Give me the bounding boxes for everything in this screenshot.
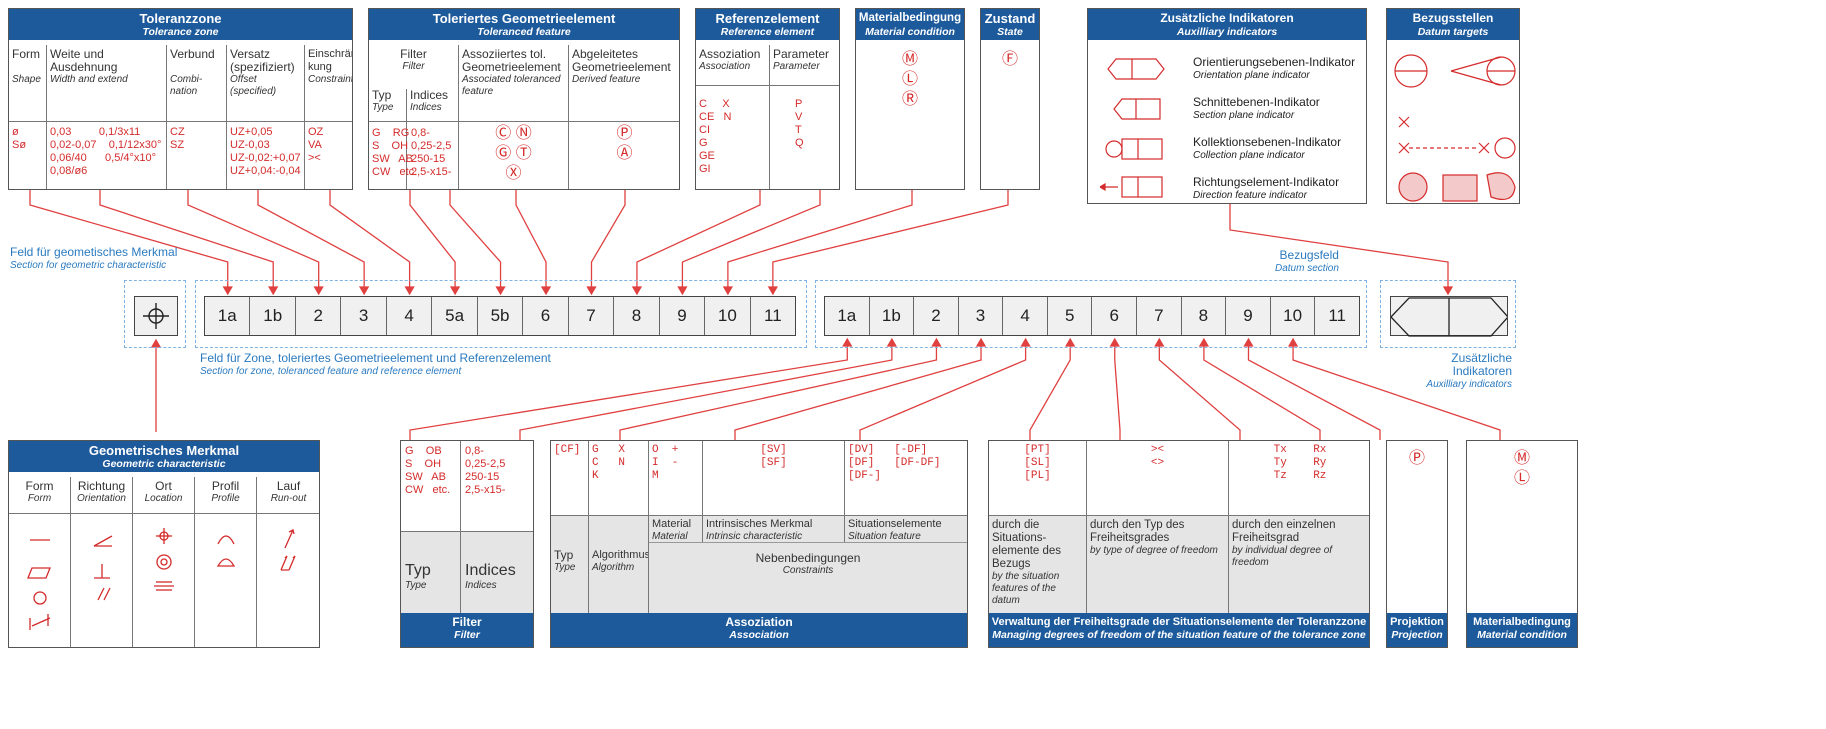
zone-cell: 5b <box>478 297 524 335</box>
datum-target-icons <box>1394 54 1516 202</box>
datum-cell: 3 <box>959 297 1004 335</box>
datum-cell: 6 <box>1092 297 1138 335</box>
datum-cell: 10 <box>1271 297 1316 335</box>
zone-cell: 10 <box>705 297 751 335</box>
runout-symbols <box>279 529 296 571</box>
zone-cell: 5a <box>432 297 478 335</box>
datum-cell: 8 <box>1182 297 1227 335</box>
assoziation-box: [CF] G X C N K O + I - M [SV] [SF] [DV] … <box>550 440 968 648</box>
datum-cell: 1b <box>870 297 915 335</box>
zone-cell: 3 <box>341 297 387 335</box>
orientation-indicator-icon <box>1391 297 1507 337</box>
location-symbols <box>154 528 174 591</box>
zone-dash <box>195 280 807 348</box>
filter-box: G OB S OH SW AB CW etc. 0,8- 0,25-2,5 25… <box>400 440 534 648</box>
form-symbols <box>27 539 51 630</box>
datum-cell: 1a <box>825 297 870 335</box>
profile-symbols <box>216 535 236 567</box>
aux-chain <box>1390 296 1508 337</box>
datum-cell: 4 <box>1003 297 1048 335</box>
zone-cell: 2 <box>296 297 342 335</box>
verwaltung-box: [PT] [SL] [PL] >< <> Tx Rx Ty Ry Tz Rz d… <box>988 440 1370 648</box>
datum-cell: 9 <box>1226 297 1271 335</box>
zone-cell: 1a <box>205 297 251 335</box>
datum-dash <box>815 280 1367 348</box>
datum-cell: 2 <box>914 297 959 335</box>
datum-cell: 7 <box>1137 297 1182 335</box>
zone-cell: 9 <box>660 297 706 335</box>
zone-cell: 7 <box>569 297 615 335</box>
zone-cell: 4 <box>387 297 433 335</box>
datum-cell: 11 <box>1328 306 1346 325</box>
orientation-symbols <box>93 535 113 601</box>
zone-cell: 1b <box>250 297 296 335</box>
geo-symbol-cell <box>134 296 178 336</box>
zone-cell: 8 <box>614 297 660 335</box>
aux-dash <box>1380 280 1516 348</box>
zone-cell: 6 <box>523 297 569 335</box>
auxiliary-indicator-icons <box>1100 58 1165 198</box>
position-icon <box>143 303 169 329</box>
geo-dash <box>124 280 186 348</box>
zone-cell: 11 <box>764 306 782 325</box>
zone-section-label: Feld für Zone, toleriertes Geometrieelem… <box>200 351 551 378</box>
datum-cell: 5 <box>1048 297 1093 335</box>
